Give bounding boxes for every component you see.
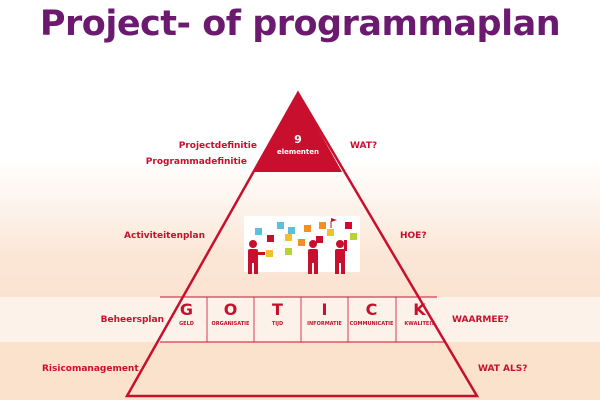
page-title: Project- of programmaplan [39,4,561,44]
band-risico [0,342,600,400]
label-programmadefinitie: Programmadefinitie [145,157,247,167]
label-hoe: HOE? [400,231,427,241]
apex-number: 9 [294,133,302,146]
label-waarmee: WAARMEE? [452,315,509,325]
label-beheersplan: Beheersplan [100,315,164,325]
label-risicomanagement: Risicomanagement [42,364,139,374]
label-wat: WAT? [350,141,378,151]
band-beheersplan [0,297,600,342]
pyramid-apex [254,93,342,172]
label-activiteitenplan: Activiteitenplan [124,231,205,241]
apex-label: elementen [277,148,319,156]
team-planning-illustration [244,216,360,274]
label-projectdefinitie: Projectdefinitie [178,141,257,151]
label-wat-als: WAT ALS? [478,364,528,374]
